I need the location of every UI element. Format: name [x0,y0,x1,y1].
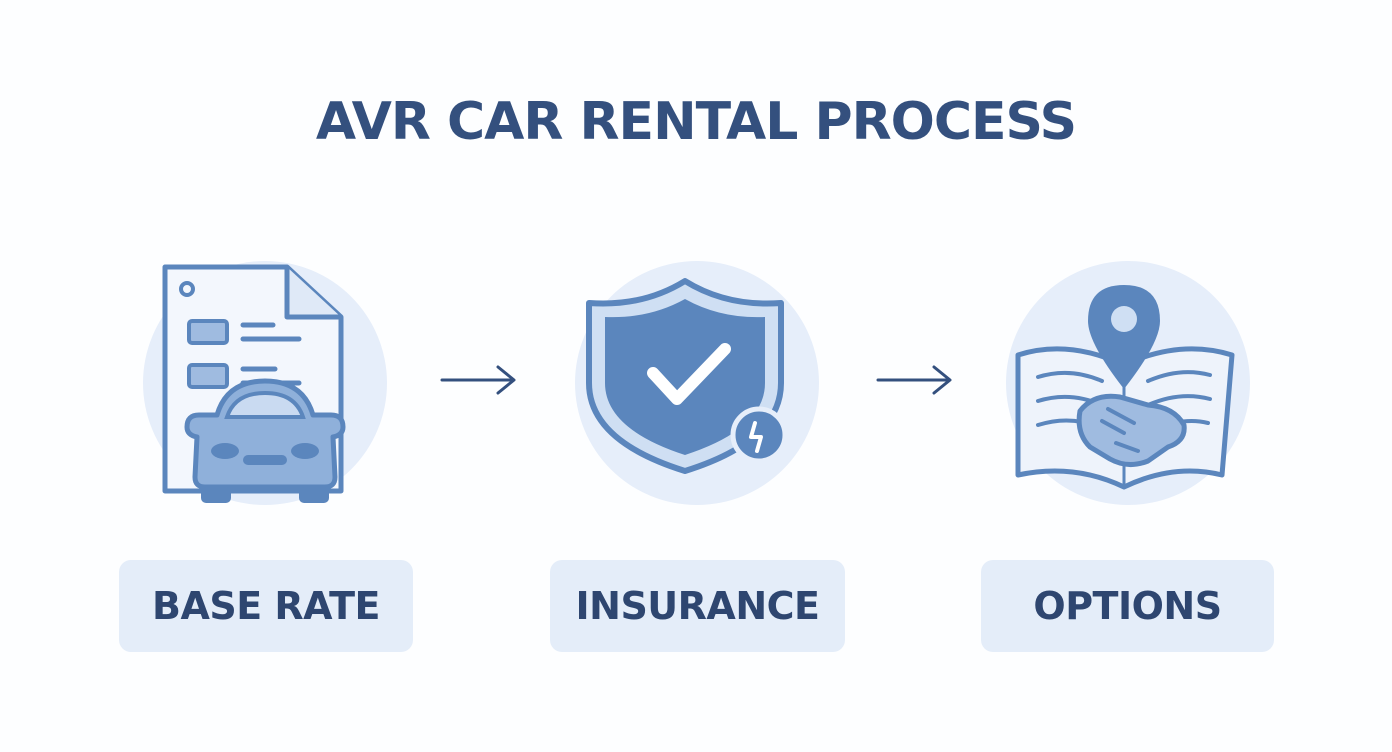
step-2-illustration [567,255,827,515]
step-2-label: INSURANCE [550,560,845,652]
arrow-right-icon [874,362,954,398]
step-3-illustration [998,255,1258,515]
step-3-label: OPTIONS [981,560,1274,652]
step-1-illustration [135,255,395,515]
step-1-label: BASE RATE [119,560,413,652]
map-handshake-icon [1006,261,1250,505]
diagram-title: AVR CAR RENTAL PROCESS [315,92,1077,152]
shield-check-icon [575,261,819,505]
document-car-icon [143,261,387,505]
arrow-right-icon [438,362,518,398]
